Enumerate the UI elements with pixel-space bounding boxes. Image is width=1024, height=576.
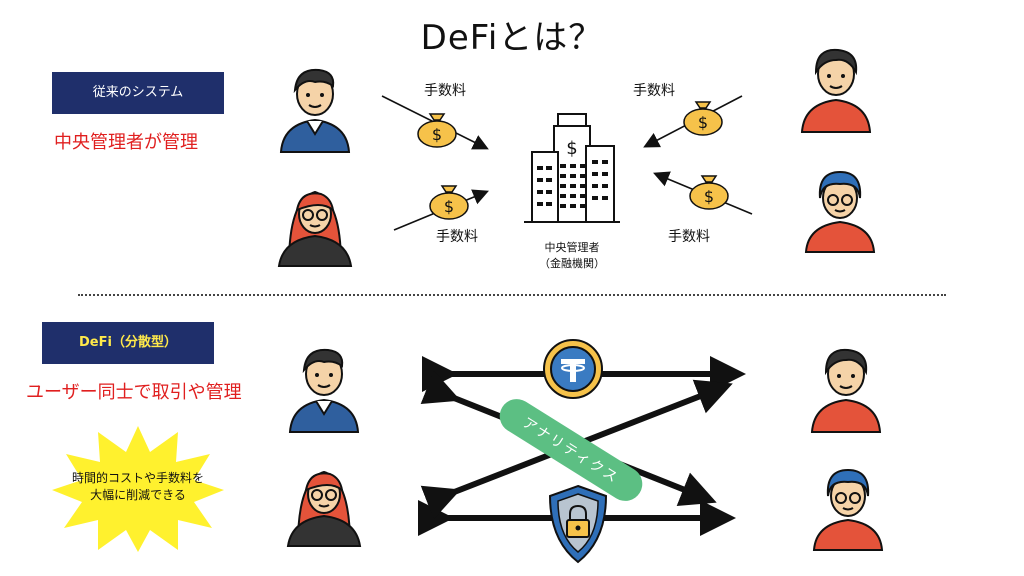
- money-bag-icon: $: [686, 166, 732, 210]
- fee-label: 手数料: [436, 229, 478, 245]
- central-admin-caption-line1: 中央管理者: [544, 241, 600, 254]
- section-divider: [78, 294, 946, 296]
- traditional-system-label-text: 従来のシステム: [92, 85, 184, 100]
- fee-label: 手数料: [424, 83, 466, 99]
- page-title: DeFiとは？: [420, 18, 604, 58]
- svg-text:$: $: [444, 197, 454, 216]
- starburst-text-line1: 時間的コストや手数料を: [71, 471, 204, 485]
- starburst-text-line2: 大幅に削減できる: [90, 488, 186, 502]
- person-man-bottom-right: [806, 344, 886, 434]
- svg-text:$: $: [698, 113, 708, 132]
- money-bag-icon: $: [680, 92, 726, 136]
- fee-label: 手数料: [668, 229, 710, 245]
- traditional-system-label: 従来のシステム: [52, 72, 224, 114]
- person-man-bottom-left: [284, 344, 364, 434]
- defi-subtitle: ユーザー同士で取引や管理: [26, 382, 242, 403]
- money-bag-icon: $: [426, 176, 472, 220]
- person-woman-bottom-left: [284, 458, 364, 548]
- money-bag-icon: $: [414, 104, 460, 148]
- person-man-top-right: [796, 44, 876, 134]
- fee-label: 手数料: [633, 83, 675, 99]
- svg-text:$: $: [566, 138, 577, 159]
- bank-building-icon: $: [524, 112, 620, 226]
- defi-label-text: DeFi（分散型）: [79, 335, 177, 350]
- top-arrows: [381, 95, 753, 231]
- p2p-arrows: [418, 356, 746, 536]
- person-woman-top-right: [800, 164, 880, 254]
- central-admin-caption-line2: （金融機関）: [539, 257, 605, 270]
- person-man-top-left: [275, 64, 355, 154]
- starburst-callout: [50, 424, 226, 554]
- defi-label: DeFi（分散型）: [42, 322, 214, 364]
- shield-lock-icon: [546, 484, 610, 564]
- tether-coin-icon: [542, 338, 604, 400]
- central-admin-caption: 中央管理者 （金融機関）: [522, 240, 622, 272]
- svg-text:$: $: [704, 187, 714, 206]
- starburst-text: 時間的コストや手数料を 大幅に削減できる: [58, 470, 218, 504]
- svg-text:$: $: [432, 125, 442, 144]
- traditional-subtitle: 中央管理者が管理: [54, 132, 198, 153]
- person-woman-top-left: [275, 178, 355, 268]
- person-woman-bottom-right: [808, 462, 888, 552]
